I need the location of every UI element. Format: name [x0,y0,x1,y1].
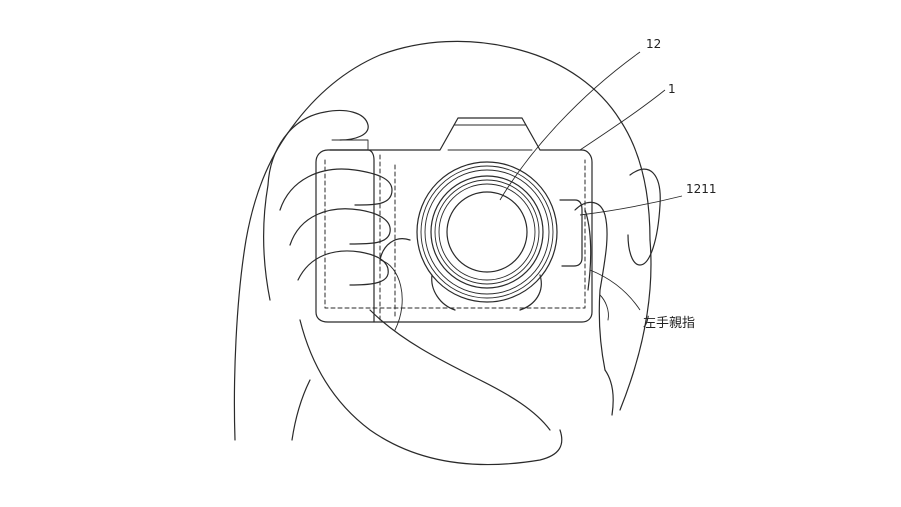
label-button-ref: 1211 [686,182,717,196]
head-outline [233,40,652,441]
label-thumb-ref: 左手親指 [643,316,695,331]
label-lens-ref: 12 [646,37,661,51]
lens [416,161,558,311]
leader-lines [499,51,683,311]
ear-outline [627,168,661,266]
label-body-ref: 1 [668,82,676,96]
right-hand [263,109,563,466]
left-hand [574,201,614,416]
camera-body [315,117,593,323]
